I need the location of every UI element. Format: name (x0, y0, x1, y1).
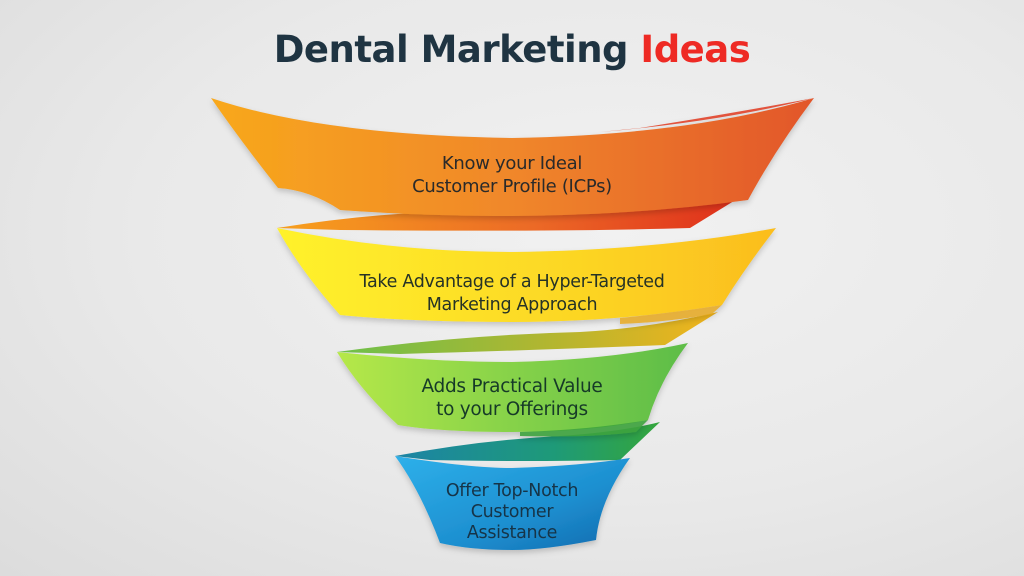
stage-3-label: Adds Practical Value to your Offerings (421, 376, 603, 420)
funnel-stage-1 (211, 98, 814, 216)
funnel-stage-2 (277, 228, 776, 324)
title-accent: Ideas (640, 28, 751, 71)
stage-2-label: Take Advantage of a Hyper-Targeted Marke… (359, 272, 665, 315)
title-main: Dental Marketing (273, 28, 629, 71)
page-title: Dental Marketing Ideas (0, 28, 1024, 72)
fold-3-4 (395, 422, 660, 461)
funnel-stage-4 (395, 456, 630, 550)
funnel-stage-3 (337, 343, 688, 437)
stage-1-label: Know your Ideal Customer Profile (ICPs) (412, 153, 612, 197)
fold-2-3 (337, 312, 718, 354)
stage-4-label: Offer Top-Notch Customer Assistance (445, 481, 579, 543)
